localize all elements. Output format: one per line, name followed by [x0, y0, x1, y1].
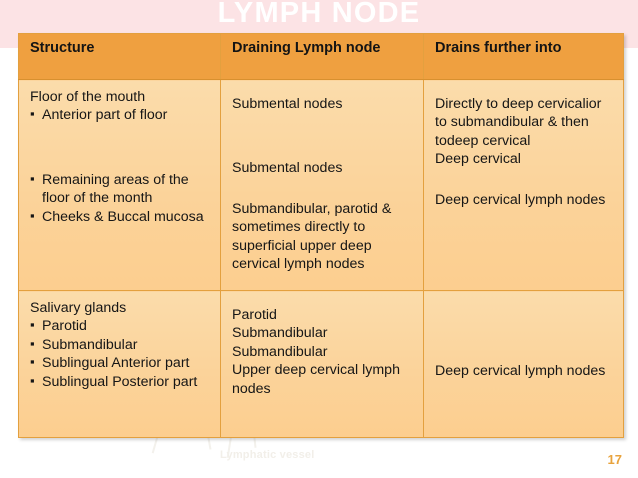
cell-structure-floor-of-mouth: Floor of the mouth Anterior part of floo…: [18, 79, 221, 291]
draining-entry: Submandibular, parotid & sometimes direc…: [232, 200, 392, 273]
slide-number: 17: [607, 452, 622, 467]
lymph-node-drainage-table: Structure Draining Lymph node Drains fur…: [18, 33, 624, 438]
structure-bullet-list: Remaining areas of the floor of the mont…: [30, 170, 212, 226]
spacer: [435, 299, 615, 362]
draining-entry: Submandibular: [232, 343, 328, 360]
drains-into-entry: Deep cervical lymph nodes: [435, 363, 606, 379]
spacer: [435, 88, 615, 95]
table-header: Structure Draining Lymph node Drains fur…: [18, 33, 624, 80]
lymphatic-vessel-label: Lymphatic vessel: [220, 449, 315, 461]
draining-entry: Parotid: [232, 307, 277, 323]
draining-entry: Upper deep cervical lymph nodes: [232, 362, 400, 397]
table-body: Floor of the mouth Anterior part of floo…: [18, 79, 624, 438]
draining-entry: Submental nodes: [232, 96, 343, 112]
cell-draining-salivary-glands: Parotid Submandibular Submandibular Uppe…: [220, 290, 424, 438]
list-item: Anterior part of floor: [30, 105, 212, 124]
structure-lead: Floor of the mouth: [30, 89, 146, 105]
draining-entry: Submental nodes: [232, 160, 343, 177]
spacer: [30, 125, 212, 171]
spacer: [435, 169, 615, 191]
spacer: [232, 299, 415, 306]
drains-into-entry: Directly to deep cervicalior to submandi…: [435, 96, 602, 149]
cell-draining-floor-of-mouth: Submental nodes Submental nodes Submandi…: [220, 79, 424, 291]
draining-entry: Submandibular: [232, 325, 328, 342]
drains-into-entry: Deep cervical: [435, 151, 521, 168]
list-item: Sublingual Posterior part: [30, 372, 212, 391]
list-item: Parotid: [30, 316, 212, 335]
list-item: Remaining areas of the floor of the mont…: [30, 170, 212, 208]
page-title: LYMPH NODE: [217, 0, 421, 29]
spacer: [232, 88, 415, 95]
cell-structure-salivary-glands: Salivary glands Parotid Submandibular Su…: [18, 290, 221, 438]
structure-bullet-list: Anterior part of floor: [30, 105, 212, 124]
drains-into-entry: Deep cervical lymph nodes: [435, 191, 606, 208]
spacer: [232, 113, 415, 159]
spacer: [232, 178, 415, 200]
column-header-structure: Structure: [18, 33, 221, 80]
table-row: Salivary glands Parotid Submandibular Su…: [18, 290, 624, 438]
column-header-drains-further-into: Drains further into: [423, 33, 624, 80]
column-header-draining-lymph-node: Draining Lymph node: [220, 33, 424, 80]
table-row: Floor of the mouth Anterior part of floo…: [18, 79, 624, 291]
list-item: Sublingual Anterior part: [30, 353, 212, 372]
structure-lead: Salivary glands: [30, 300, 127, 316]
list-item: Cheeks & Buccal mucosa: [30, 207, 212, 226]
table-header-row: Structure Draining Lymph node Drains fur…: [18, 33, 624, 80]
structure-bullet-list: Parotid Submandibular Sublingual Anterio…: [30, 316, 212, 391]
cell-drains-into-salivary-glands: Deep cervical lymph nodes: [423, 290, 624, 438]
list-item: Submandibular: [30, 335, 212, 354]
cell-drains-into-floor-of-mouth: Directly to deep cervicalior to submandi…: [423, 79, 624, 291]
